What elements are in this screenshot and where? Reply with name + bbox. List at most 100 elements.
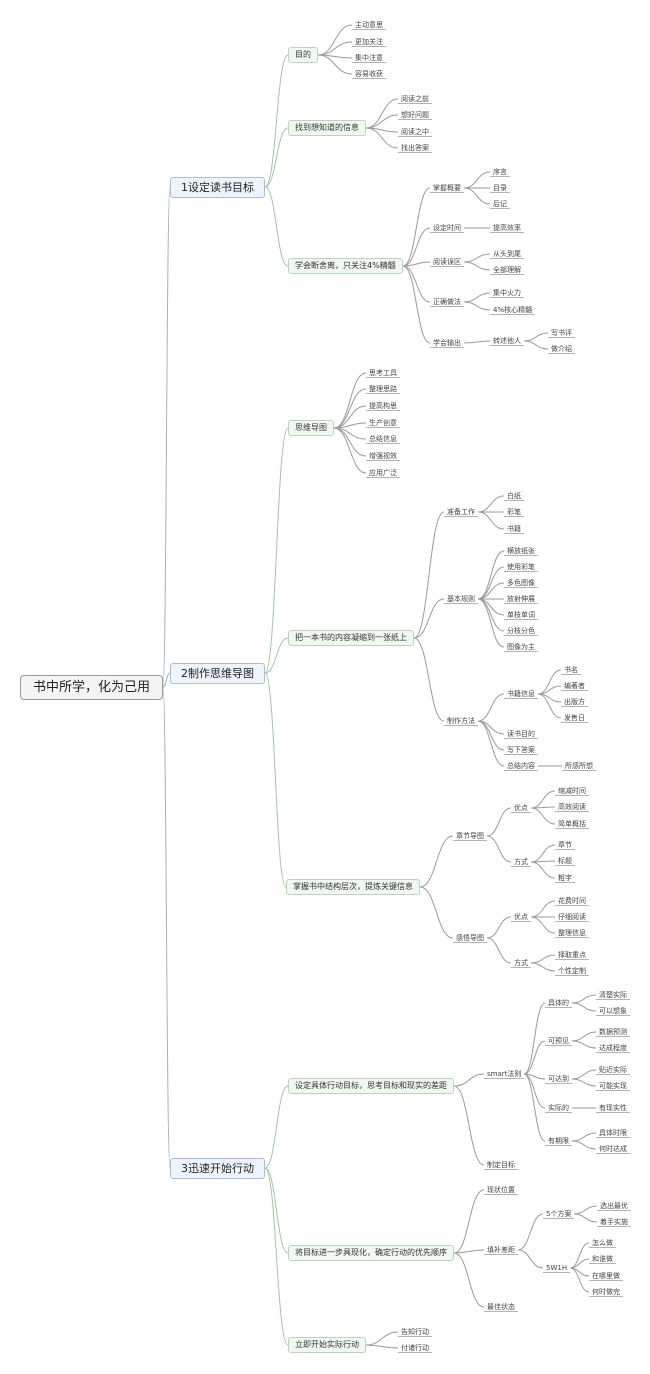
mindmap-node[interactable]: 放射伸展 [507,594,535,603]
mindmap-node[interactable]: 在哪里做 [592,1271,620,1280]
mindmap-node[interactable]: 找到想知道的信息 [288,120,366,136]
mindmap-node[interactable]: 2制作思维导图 [170,662,265,684]
mindmap-node[interactable]: 仔细阅读 [558,912,586,921]
mindmap-node[interactable]: 总结内容 [507,761,535,770]
mindmap-node[interactable]: 全部理解 [493,265,521,274]
mindmap-node[interactable]: 5个方案 [546,1209,572,1218]
mindmap-node[interactable]: 何时达成 [599,1144,627,1153]
mindmap-node[interactable]: 有现实性 [599,1103,627,1112]
mindmap-node[interactable]: 缩减时间 [558,786,586,795]
mindmap-node[interactable]: 1设定读书目标 [170,176,265,198]
mindmap-node[interactable]: 着手实施 [600,1217,628,1226]
mindmap-node[interactable]: 实际的 [548,1103,569,1112]
mindmap-node[interactable]: 整理信息 [558,928,586,937]
mindmap-node[interactable]: 数据预测 [599,1027,627,1036]
mindmap-node[interactable]: 方式 [514,857,528,866]
mindmap-node[interactable]: 设定时间 [433,223,461,232]
mindmap-node[interactable]: smart法则 [487,1069,522,1078]
mindmap-node[interactable]: 阅读之中 [401,127,429,136]
mindmap-node[interactable]: 学会断舍离，只关注4%精髓 [288,258,403,274]
mindmap-node[interactable]: 填补差距 [487,1245,515,1254]
mindmap-node[interactable]: 彩笔 [507,507,521,516]
mindmap-node[interactable]: 多色图像 [507,578,535,587]
mindmap-node[interactable]: 阅读之前 [401,94,429,103]
mindmap-node[interactable]: 优点 [514,803,528,812]
mindmap-node[interactable]: 写下答案 [507,745,535,754]
mindmap-node[interactable]: 现状位置 [487,1185,515,1194]
mindmap-node[interactable]: 正确做法 [433,297,461,306]
mindmap-node[interactable]: 掌握书中结构层次，提炼关键信息 [286,879,420,895]
mindmap-node[interactable]: 应用广泛 [369,468,397,477]
mindmap-node[interactable]: 分枝分色 [507,626,535,635]
mindmap-node[interactable]: 从头到尾 [493,249,521,258]
mindmap-node[interactable]: 3迅速开始行动 [170,1157,265,1179]
mindmap-node[interactable]: 使用彩笔 [507,562,535,571]
mindmap-node[interactable]: 选出最优 [600,1201,628,1210]
mindmap-node[interactable]: 何时做完 [592,1287,620,1296]
mindmap-node[interactable]: 达成程度 [599,1043,627,1052]
mindmap-node[interactable]: 有期限 [548,1136,569,1145]
mindmap-node[interactable]: 将目标进一步具现化，确定行动的优先顺序 [288,1245,454,1261]
mindmap-node[interactable]: 单枝单词 [507,610,535,619]
mindmap-node[interactable]: 具体的 [548,998,569,1007]
mindmap-node[interactable]: 可以想象 [599,1006,627,1015]
mindmap-node[interactable]: 标题 [558,856,572,865]
mindmap-node[interactable]: 择取重点 [558,950,586,959]
mindmap-node[interactable]: 书籍信息 [507,689,535,698]
mindmap-node[interactable]: 章节导图 [456,831,484,840]
mindmap-node[interactable]: 阅读误区 [433,257,461,266]
mindmap-node[interactable]: 图像为主 [507,642,535,651]
mindmap-node[interactable]: 把一本书的内容凝缩到一张纸上 [288,630,414,646]
mindmap-node[interactable]: 感悟导图 [456,933,484,942]
mindmap-node[interactable]: 基本规则 [447,594,475,603]
mindmap-node[interactable]: 制定目标 [487,1160,515,1169]
mindmap-node[interactable]: 简单概括 [558,819,586,828]
mindmap-node[interactable]: 白纸 [507,491,521,500]
mindmap-node[interactable]: 立即开始实际行动 [288,1337,366,1353]
mindmap-node[interactable]: 增强视效 [369,451,397,460]
mindmap-node[interactable]: 横放纸张 [507,546,535,555]
mindmap-node[interactable]: 付诸行动 [401,1343,429,1352]
mindmap-node[interactable]: 清楚实际 [599,990,627,999]
mindmap-node[interactable]: 做介绍 [551,344,572,353]
mindmap-node[interactable]: 生产创意 [369,418,397,427]
mindmap-node[interactable]: 主动意思 [355,20,383,29]
mindmap-node[interactable]: 优点 [514,912,528,921]
mindmap-node[interactable]: 出版方 [564,697,585,706]
mindmap-node[interactable]: 发售日 [564,713,585,722]
mindmap-node[interactable]: 个性定制 [558,966,586,975]
mindmap-node[interactable]: 可能实现 [599,1081,627,1090]
mindmap-node[interactable]: 编著者 [564,681,585,690]
mindmap-node[interactable]: 具体时限 [599,1128,627,1137]
mindmap-node[interactable]: 序言 [493,167,507,176]
mindmap-node[interactable]: 和谁做 [592,1254,613,1263]
mindmap-node[interactable]: 写书评 [551,328,572,337]
mindmap-node[interactable]: 集中注意 [355,53,383,62]
mindmap-node[interactable]: 提高构思 [369,401,397,410]
mindmap-node[interactable]: 所感所想 [565,761,593,770]
mindmap-node[interactable]: 准备工作 [447,507,475,516]
mindmap-node[interactable]: 章节 [558,840,572,849]
mindmap-node[interactable]: 目的 [288,47,318,63]
mindmap-node[interactable]: 可预见 [548,1036,569,1045]
mindmap-node[interactable]: 可达到 [548,1074,569,1083]
mindmap-node[interactable]: 设定具体行动目标，思考目标和现实的差距 [288,1078,454,1094]
mindmap-node[interactable]: 高效阅读 [558,802,586,811]
mindmap-node[interactable]: 粗字 [558,873,572,882]
mindmap-node[interactable]: 最佳状态 [487,1302,515,1311]
mindmap-node[interactable]: 想好问题 [401,110,429,119]
mindmap-node[interactable]: 后记 [493,199,507,208]
mindmap-node[interactable]: 更加关注 [355,37,383,46]
mindmap-node[interactable]: 制作方法 [447,716,475,725]
mindmap-node[interactable]: 书名 [564,665,578,674]
mindmap-node[interactable]: 告知行动 [401,1327,429,1336]
mindmap-node[interactable]: 书籍 [507,524,521,533]
mindmap-node[interactable]: 思维导图 [288,420,334,436]
mindmap-node[interactable]: 4%核心精髓 [493,305,533,314]
mindmap-node[interactable]: 掌握概要 [433,183,461,192]
mindmap-node[interactable]: 方式 [514,958,528,967]
mindmap-node[interactable]: 总结信息 [369,434,397,443]
mindmap-node[interactable]: 提高效率 [493,223,521,232]
mindmap-node[interactable]: 容易收获 [355,69,383,78]
mindmap-node[interactable]: 读书目的 [507,729,535,738]
